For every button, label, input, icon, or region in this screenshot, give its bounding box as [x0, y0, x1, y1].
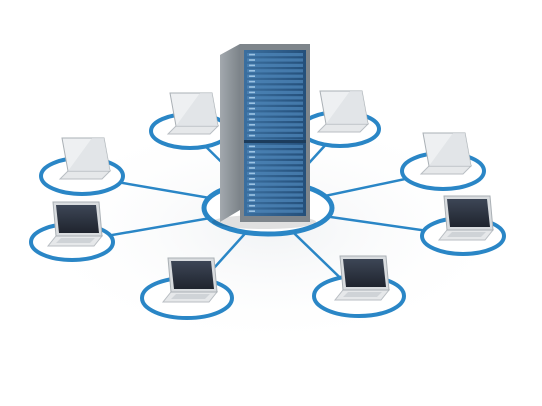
laptop-icon	[161, 257, 219, 303]
server-rack-icon	[212, 44, 316, 229]
laptop-icon	[437, 195, 495, 241]
laptop-icon	[166, 92, 220, 135]
laptop-icon	[58, 137, 112, 180]
laptop-icon	[419, 132, 473, 175]
server-drive-bays	[247, 53, 303, 213]
laptop-icon	[46, 201, 104, 247]
laptop-icon	[333, 255, 391, 301]
laptop-icon	[316, 90, 370, 133]
laptop-nodes	[46, 90, 495, 303]
